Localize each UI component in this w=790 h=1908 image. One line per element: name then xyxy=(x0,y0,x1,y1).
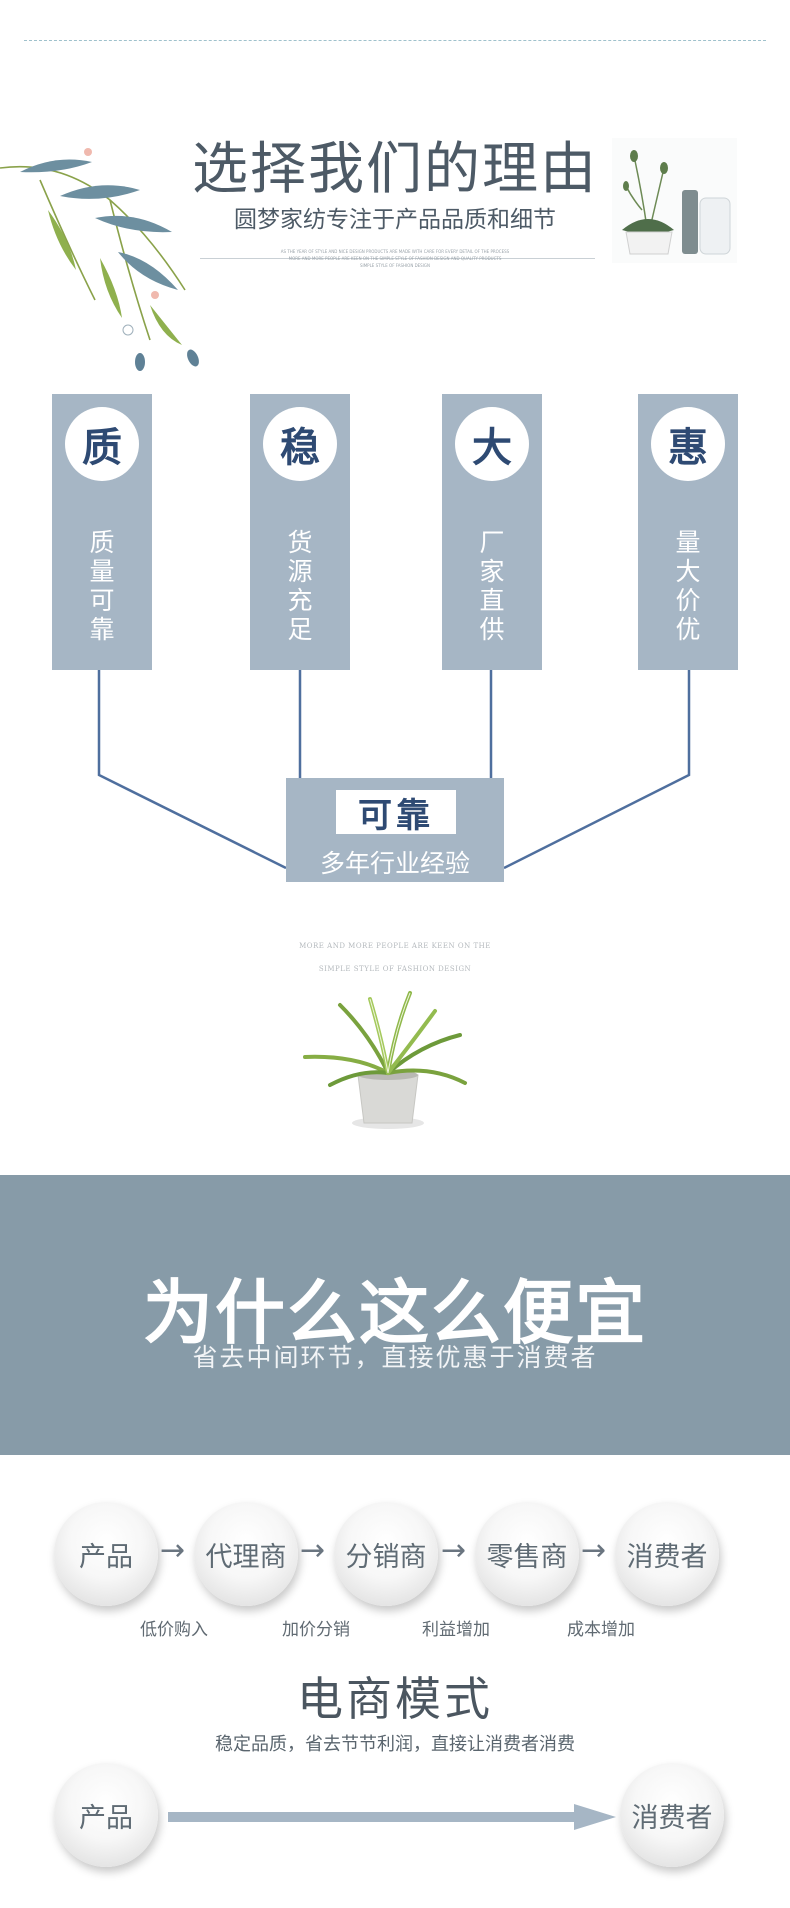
direct-node-consumer: 消费者 xyxy=(620,1763,724,1867)
reason-pillar-price: 惠 量大价优 xyxy=(638,394,738,670)
ecommerce-mode-title: 电商模式 xyxy=(297,1672,493,1726)
pillar-text: 质量可靠 xyxy=(89,528,115,644)
pillar-text: 厂家直供 xyxy=(479,528,505,644)
bamboo-leaves-decoration xyxy=(0,140,199,380)
pillar-badge: 质 xyxy=(65,407,139,481)
arrow-right-icon: → xyxy=(441,1533,467,1568)
fine-print-divider xyxy=(200,258,595,259)
potted-plants-photo xyxy=(612,138,737,263)
fine-print-line: MORE AND MORE PEOPLE ARE KEEN ON THE SIM… xyxy=(288,256,502,261)
chain-node-product: 产品 xyxy=(54,1502,158,1606)
fine-print-line: SIMPLE STYLE OF FASHION DESIGN xyxy=(359,263,430,268)
chain-step-label: 加价分销 xyxy=(282,1620,350,1640)
page-subtitle: 圆梦家纺专注于产品品质和细节 xyxy=(234,207,556,233)
page-title: 选择我们的理由 xyxy=(192,137,598,202)
tree-connectors xyxy=(97,670,691,870)
why-cheap-banner: 为什么这么便宜 省去中间环节，直接优惠于消费者 xyxy=(0,1175,790,1455)
spider-plant-photo xyxy=(303,991,467,1129)
pillar-badge: 稳 xyxy=(263,407,337,481)
direct-node-product: 产品 xyxy=(54,1763,158,1867)
english-caption-line: MORE AND MORE PEOPLE ARE KEEN ON THE xyxy=(299,942,491,950)
english-caption-line: SIMPLE STYLE OF FASHION DESIGN xyxy=(318,965,472,973)
center-summary-box: 可靠 多年行业经验 xyxy=(286,778,504,882)
chain-node-retailer: 零售商 xyxy=(475,1502,579,1606)
chain-node-consumer: 消费者 xyxy=(615,1502,719,1606)
banner-subtitle: 省去中间环节，直接优惠于消费者 xyxy=(192,1343,598,1372)
fine-print-line: AS THE YEAR OF STYLE AND NICE DESIGN PRO… xyxy=(280,249,510,254)
arrow-right-icon: → xyxy=(300,1533,326,1568)
chain-step-label: 利益增加 xyxy=(422,1620,490,1640)
reason-pillar-factory: 大 厂家直供 xyxy=(442,394,542,670)
pillar-text: 货源充足 xyxy=(287,528,313,644)
pillar-badge: 惠 xyxy=(651,407,725,481)
reason-pillar-stable: 稳 货源充足 xyxy=(250,394,350,670)
chain-step-label: 成本增加 xyxy=(567,1620,635,1640)
reason-pillar-quality: 质 质量可靠 xyxy=(52,394,152,670)
chain-node-agent: 代理商 xyxy=(194,1502,298,1606)
long-arrow-icon xyxy=(168,1804,616,1830)
center-subtitle: 多年行业经验 xyxy=(319,849,470,878)
chain-step-label: 低价购入 xyxy=(140,1620,208,1640)
pillar-badge: 大 xyxy=(455,407,529,481)
banner-title: 为什么这么便宜 xyxy=(143,1272,647,1354)
pillar-text: 量大价优 xyxy=(675,528,701,644)
ecommerce-mode-subtitle: 稳定品质，省去节节利润，直接让消费者消费 xyxy=(215,1734,575,1755)
chain-node-distributor: 分销商 xyxy=(334,1502,438,1606)
arrow-right-icon: → xyxy=(581,1533,607,1568)
center-label: 可靠 xyxy=(336,790,456,836)
top-dashed-divider xyxy=(24,40,766,41)
arrow-right-icon: → xyxy=(160,1533,186,1568)
